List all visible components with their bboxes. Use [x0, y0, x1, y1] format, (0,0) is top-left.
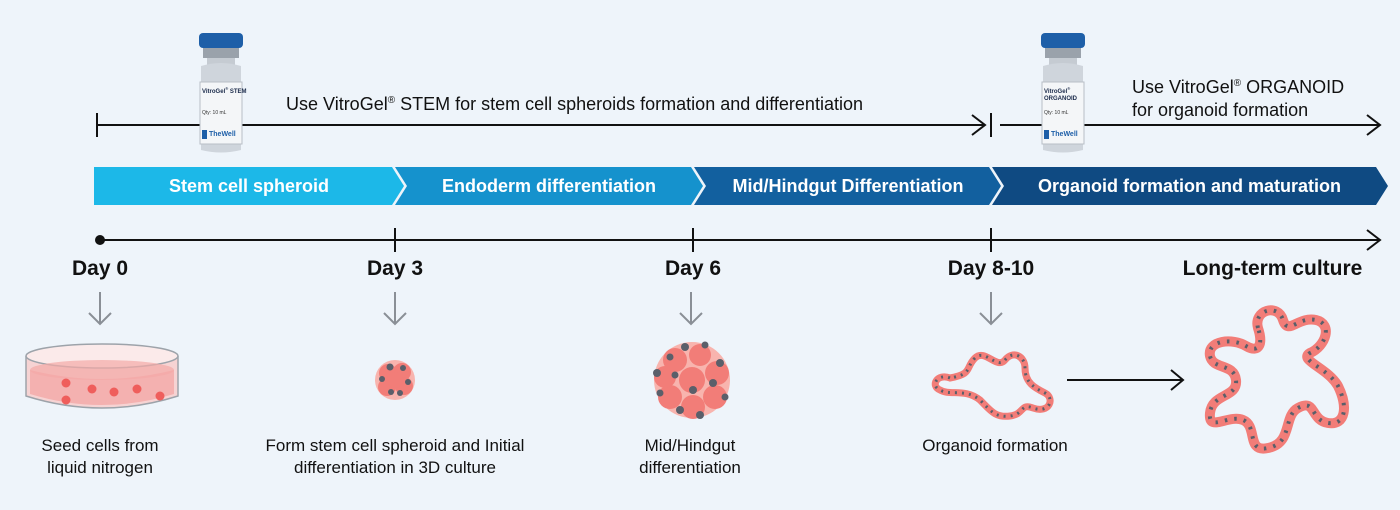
vial-icon	[1041, 33, 1085, 153]
day-label-8-10: Day 8-10	[947, 257, 1035, 280]
organoid-illustration	[931, 351, 1054, 420]
note-reg-mark: ®	[1233, 78, 1242, 89]
step-desc-line2: differentiation in 3D culture	[294, 458, 496, 477]
vial-maker: TheWell	[1051, 131, 1078, 138]
vial-product: STEM	[229, 89, 247, 95]
vial-brand: VitroGel	[202, 89, 226, 95]
down-arrows	[88, 292, 1003, 326]
organoid-usage-note: Use VitroGel® ORGANOID for organoid form…	[1132, 72, 1344, 122]
day-label-6: Day 6	[664, 257, 722, 280]
step-desc-line2: liquid nitrogen	[47, 458, 153, 477]
spheroid-illustration	[375, 360, 415, 400]
step-desc-line2: differentiation	[639, 458, 741, 477]
step-desc-line1: Mid/Hindgut	[644, 436, 736, 455]
down-arrow-day6	[679, 292, 703, 326]
down-arrow-day0	[88, 292, 112, 326]
note-line2: for organoid formation	[1132, 100, 1309, 120]
stem-usage-note: Use VitroGel® STEM for stem cell spheroi…	[286, 94, 863, 115]
step-desc-line1: Organoid formation	[922, 436, 1068, 455]
vial-product: ORGANOID	[1044, 96, 1077, 102]
down-arrow-day8-10	[979, 292, 1003, 326]
step-desc-seed: Seed cells from liquid nitrogen	[15, 435, 185, 479]
day-timeline	[95, 228, 1382, 252]
vial-volume: Qty: 10 mL	[202, 110, 227, 116]
mature-organoid-illustration	[1204, 305, 1349, 454]
day-label-3: Day 3	[366, 257, 424, 280]
stem-timeline-arrowhead	[971, 114, 987, 136]
note-reg-mark: ®	[387, 95, 396, 106]
vial-icon	[199, 33, 243, 153]
down-arrow-day3	[383, 292, 407, 326]
vial-reg-mark: ®	[225, 86, 229, 91]
petri-dish-illustration	[25, 343, 179, 409]
note-prefix: Use VitroGel	[1132, 77, 1234, 97]
step-desc-line1: Form stem cell spheroid and Initial	[265, 436, 525, 455]
timeline-arrowhead	[1366, 229, 1382, 251]
mid-hindgut-cluster-illustration	[653, 341, 730, 419]
step-desc-mid-hindgut: Mid/Hindgut differentiation	[610, 435, 770, 479]
step-desc-organoid: Organoid formation	[895, 435, 1095, 457]
note-suffix: STEM for stem cell spheroids formation a…	[395, 94, 863, 114]
day-label-0: Day 0	[71, 257, 129, 280]
vial-reg-mark: ®	[1067, 86, 1071, 91]
stage-label-stem-cell-spheroid: Stem cell spheroid	[168, 176, 330, 196]
step-desc-spheroid: Form stem cell spheroid and Initial diff…	[225, 435, 565, 479]
stage-bar: Stem cell spheroid Endoderm differentiat…	[94, 167, 1388, 205]
note-suffix: ORGANOID	[1241, 77, 1345, 97]
stage-label-mid-hindgut: Mid/Hindgut Differentiation	[732, 176, 964, 196]
day-label-long-term: Long-term culture	[1182, 257, 1363, 280]
stage-chevron-1	[94, 167, 404, 205]
vitrogel-organoid-vial: VitroGel® ORGANOID Qty: 10 mL TheWell	[1035, 30, 1091, 156]
vitrogel-stem-vial: VitroGel® STEM Qty: 10 mL TheWell	[193, 30, 249, 156]
stage-label-endoderm: Endoderm differentiation	[441, 176, 656, 196]
vial-brand: VitroGel	[1044, 89, 1068, 95]
vial-volume: Qty: 10 mL	[1044, 110, 1069, 116]
stage-label-organoid: Organoid formation and maturation	[1037, 176, 1341, 196]
organoid-timeline-arrowhead	[1366, 114, 1382, 136]
step-desc-line1: Seed cells from	[41, 436, 159, 455]
stage-chevron-2	[395, 167, 703, 205]
maturation-arrow	[1067, 369, 1185, 391]
stage-chevron-4	[992, 167, 1388, 205]
note-prefix: Use VitroGel	[286, 94, 388, 114]
stage-chevrons	[94, 167, 1388, 205]
stage-chevron-3	[694, 167, 1001, 205]
vial-maker: TheWell	[209, 131, 236, 138]
